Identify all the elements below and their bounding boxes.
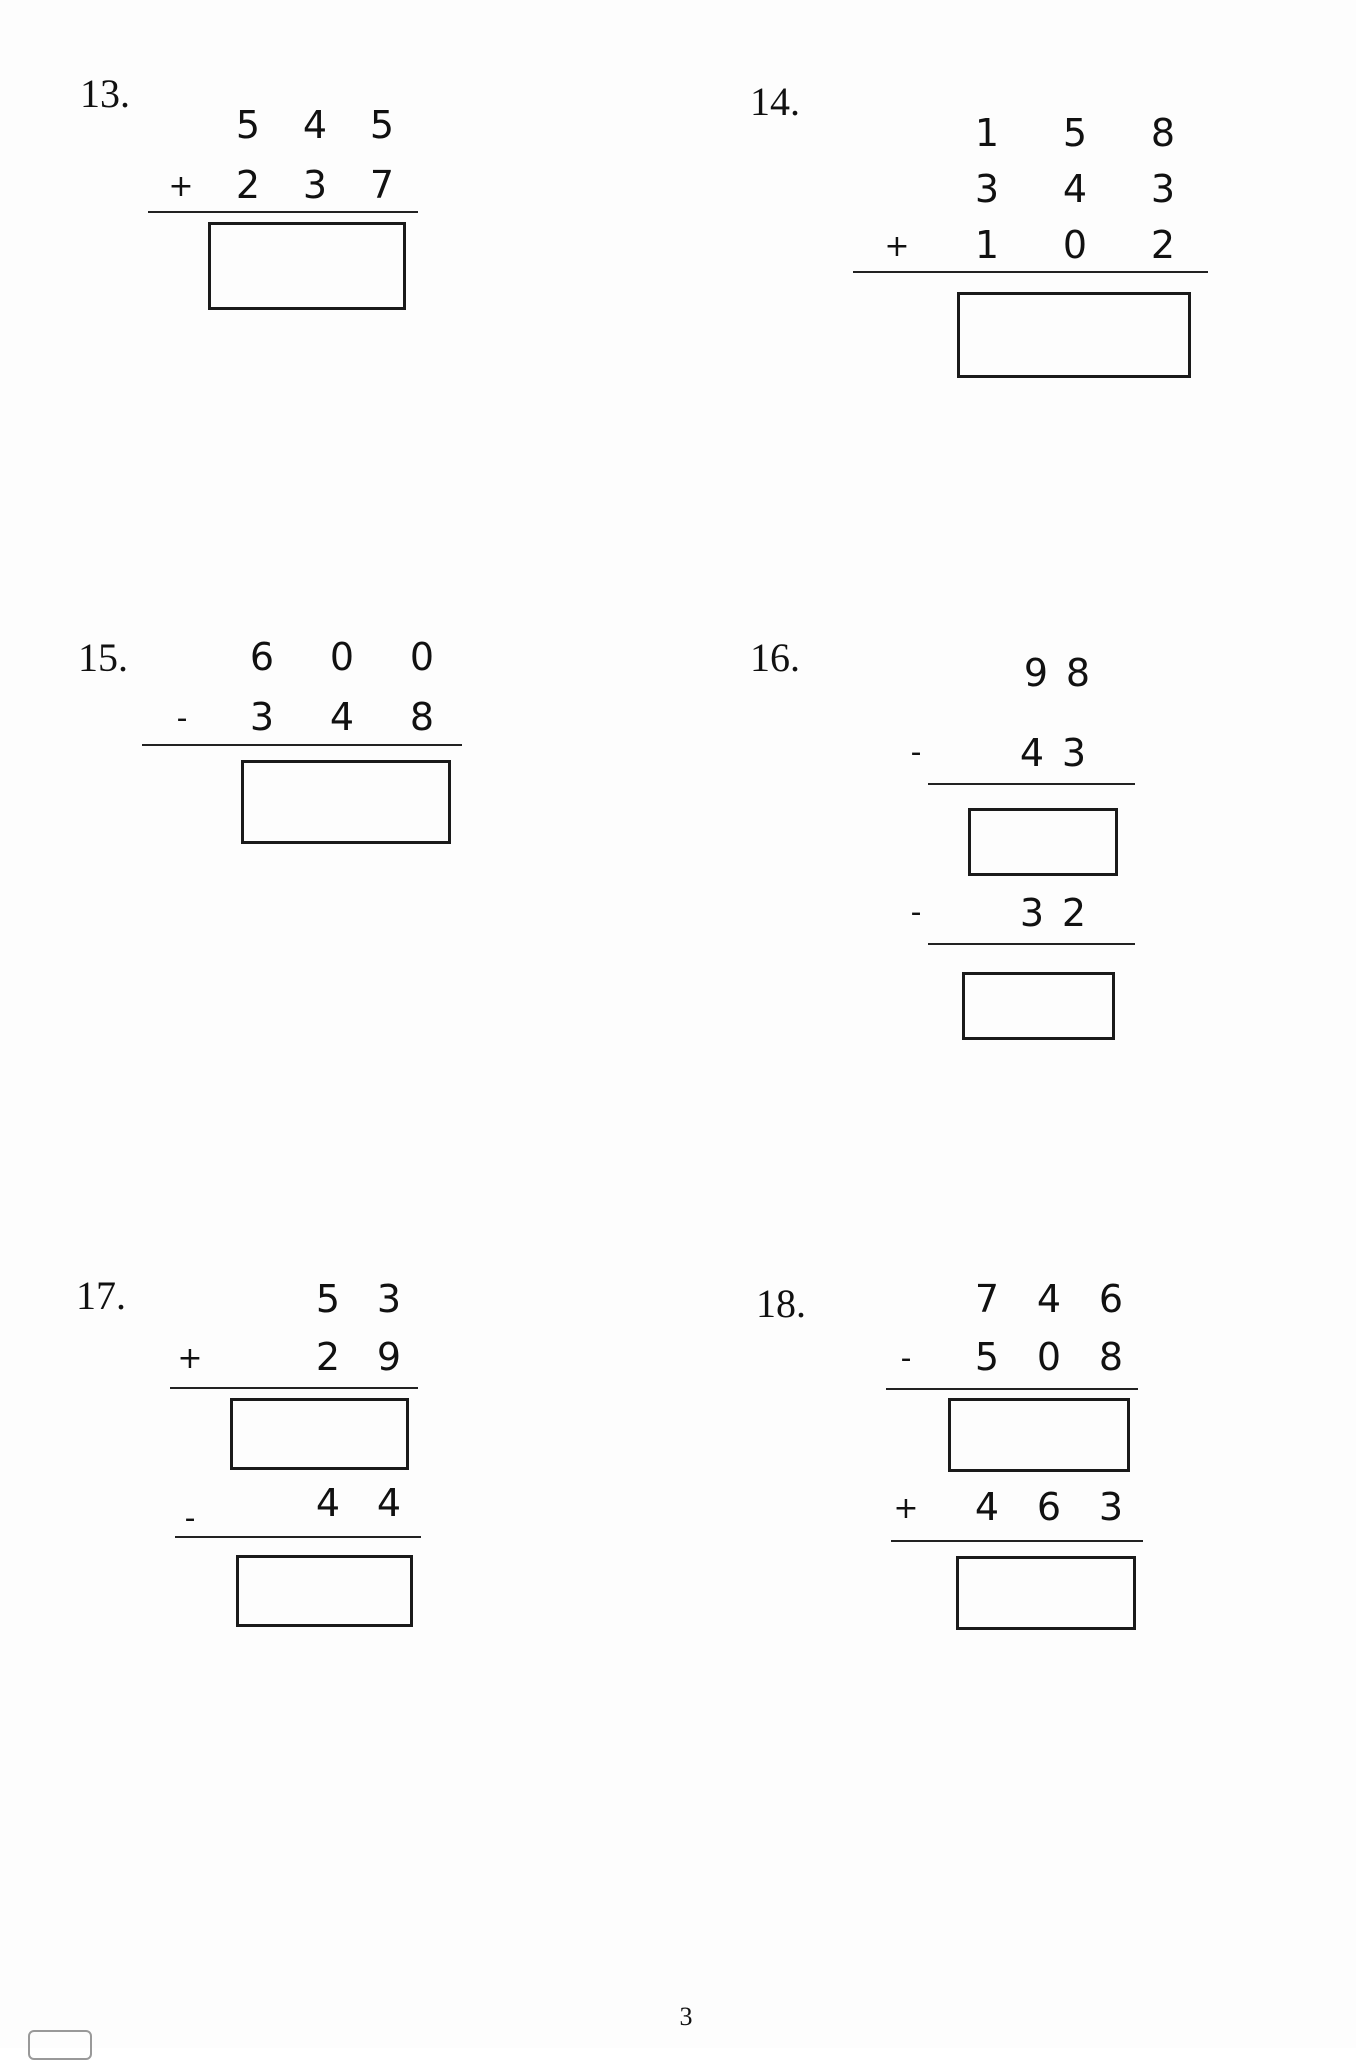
p14-r1-d2: 5 [1062, 111, 1088, 155]
p18-answer-box-1[interactable] [948, 1398, 1130, 1472]
p14-r1-d1: 1 [974, 111, 1000, 155]
page-number: 3 [679, 2002, 693, 2031]
p16-answer-box-1[interactable] [968, 808, 1118, 876]
p14-r3-d1: 1 [974, 223, 1000, 267]
p17-r1-d1: 5 [315, 1277, 341, 1321]
p14-r2-d3: 3 [1150, 167, 1176, 211]
p16-r3-d2: 2 [1061, 891, 1087, 935]
p15-r2-d1: 3 [249, 695, 275, 739]
problem-16-number: 16. [750, 635, 800, 680]
p18-r3-d2: 6 [1036, 1485, 1062, 1529]
p18-sum-line [891, 1540, 1143, 1542]
p15-answer-box[interactable] [241, 760, 451, 844]
p18-difference-line [886, 1388, 1138, 1390]
p16-r2-d2: 3 [1061, 731, 1087, 775]
p16-difference-line-2 [928, 943, 1135, 945]
p16-minus-sign-2: - [910, 895, 922, 930]
problem-18-number: 18. [756, 1281, 806, 1326]
p17-minus-sign: - [184, 1501, 196, 1536]
p18-r1-d1: 7 [974, 1277, 1000, 1321]
p13-r2-d2: 3 [302, 163, 328, 207]
p13-r2-d1: 2 [235, 163, 261, 207]
p14-r1-d3: 8 [1150, 111, 1176, 155]
p17-r1-d2: 3 [376, 1277, 402, 1321]
p13-r1-d3: 5 [369, 103, 395, 147]
p14-r2-d1: 3 [974, 167, 1000, 211]
p18-plus-sign: + [893, 1491, 919, 1526]
p17-r3-d1: 4 [315, 1481, 341, 1525]
p14-r3-d3: 2 [1150, 223, 1176, 267]
p16-r1-d1: 9 [1023, 651, 1049, 695]
p16-difference-line-1 [928, 783, 1135, 785]
p18-r1-d3: 6 [1098, 1277, 1124, 1321]
p15-r2-d3: 8 [409, 695, 435, 739]
p15-r1-d3: 0 [409, 635, 435, 679]
p18-r3-d3: 3 [1098, 1485, 1124, 1529]
corner-tab-mark [28, 2030, 92, 2060]
p14-r2-d2: 4 [1062, 167, 1088, 211]
p18-r3-d1: 4 [974, 1485, 1000, 1529]
p18-r1-d2: 4 [1036, 1277, 1062, 1321]
p16-r1-d2: 8 [1065, 651, 1091, 695]
p14-sum-line [853, 271, 1208, 273]
p13-r1-d2: 4 [302, 103, 328, 147]
p16-r2-d1: 4 [1019, 731, 1045, 775]
p18-minus-sign: - [900, 1341, 912, 1376]
p18-r2-d2: 0 [1036, 1335, 1062, 1379]
p15-difference-line [142, 744, 462, 746]
p17-answer-box-2[interactable] [236, 1555, 413, 1627]
p14-plus-sign: + [884, 229, 910, 264]
p13-plus-sign: + [168, 169, 194, 204]
p16-answer-box-2[interactable] [962, 972, 1115, 1040]
p13-r1-d1: 5 [235, 103, 261, 147]
problem-14-number: 14. [750, 79, 800, 124]
p14-answer-box[interactable] [957, 292, 1191, 378]
problem-15-number: 15. [78, 635, 128, 680]
p17-sum-line [170, 1387, 418, 1389]
p15-r1-d2: 0 [329, 635, 355, 679]
p17-difference-line [175, 1536, 421, 1538]
p17-r3-d2: 4 [376, 1481, 402, 1525]
p14-r3-d2: 0 [1062, 223, 1088, 267]
p13-sum-line [148, 211, 418, 213]
p17-answer-box-1[interactable] [230, 1398, 409, 1470]
p13-answer-box[interactable] [208, 222, 406, 310]
p16-minus-sign-1: - [910, 735, 922, 770]
p16-r3-d1: 3 [1019, 891, 1045, 935]
p18-r2-d3: 8 [1098, 1335, 1124, 1379]
problem-13-number: 13. [80, 71, 130, 116]
p15-r1-d1: 6 [249, 635, 275, 679]
p18-r2-d1: 5 [974, 1335, 1000, 1379]
p17-plus-sign: + [177, 1341, 203, 1376]
p13-r2-d3: 7 [369, 163, 395, 207]
p15-minus-sign: - [176, 701, 188, 736]
p15-r2-d2: 4 [329, 695, 355, 739]
p17-r2-d1: 2 [315, 1335, 341, 1379]
p18-answer-box-2[interactable] [956, 1556, 1136, 1630]
problem-17-number: 17. [76, 1273, 126, 1318]
p17-r2-d2: 9 [376, 1335, 402, 1379]
